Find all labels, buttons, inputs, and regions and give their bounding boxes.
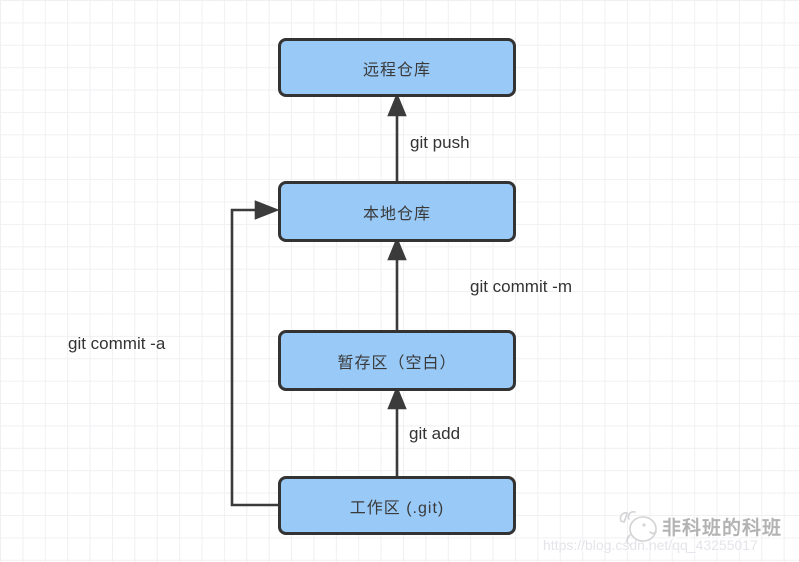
arrow-git-commit-a — [230, 200, 280, 507]
node-remote-repo-label: 远程仓库 — [362, 61, 431, 79]
node-local-repo[interactable]: 本地仓库 — [278, 181, 516, 242]
edge-label-git-commit-m: git commit -m — [470, 277, 572, 296]
arrow-git-commit-m — [387, 236, 407, 330]
whale-mascot-icon — [619, 511, 657, 546]
arrow-git-add — [387, 385, 407, 476]
node-staging-area[interactable]: 暂存区（空白） — [278, 330, 516, 391]
watermark-blog-url: https://blog.csdn.net/qq_43255017 — [543, 537, 758, 553]
node-working-area-label: 工作区 (.git) — [349, 499, 445, 517]
node-remote-repo[interactable]: 远程仓库 — [278, 38, 516, 97]
watermark-author-name: 非科班的科班 — [662, 518, 783, 539]
edge-label-git-add: git add — [409, 424, 461, 443]
edge-label-git-push: git push — [410, 133, 470, 152]
node-local-repo-label: 本地仓库 — [362, 205, 431, 223]
arrow-git-push — [387, 92, 407, 181]
node-working-area[interactable]: 工作区 (.git) — [278, 476, 516, 535]
edge-label-git-commit-a: git commit -a — [68, 334, 166, 353]
node-staging-area-label: 暂存区（空白） — [337, 354, 457, 372]
